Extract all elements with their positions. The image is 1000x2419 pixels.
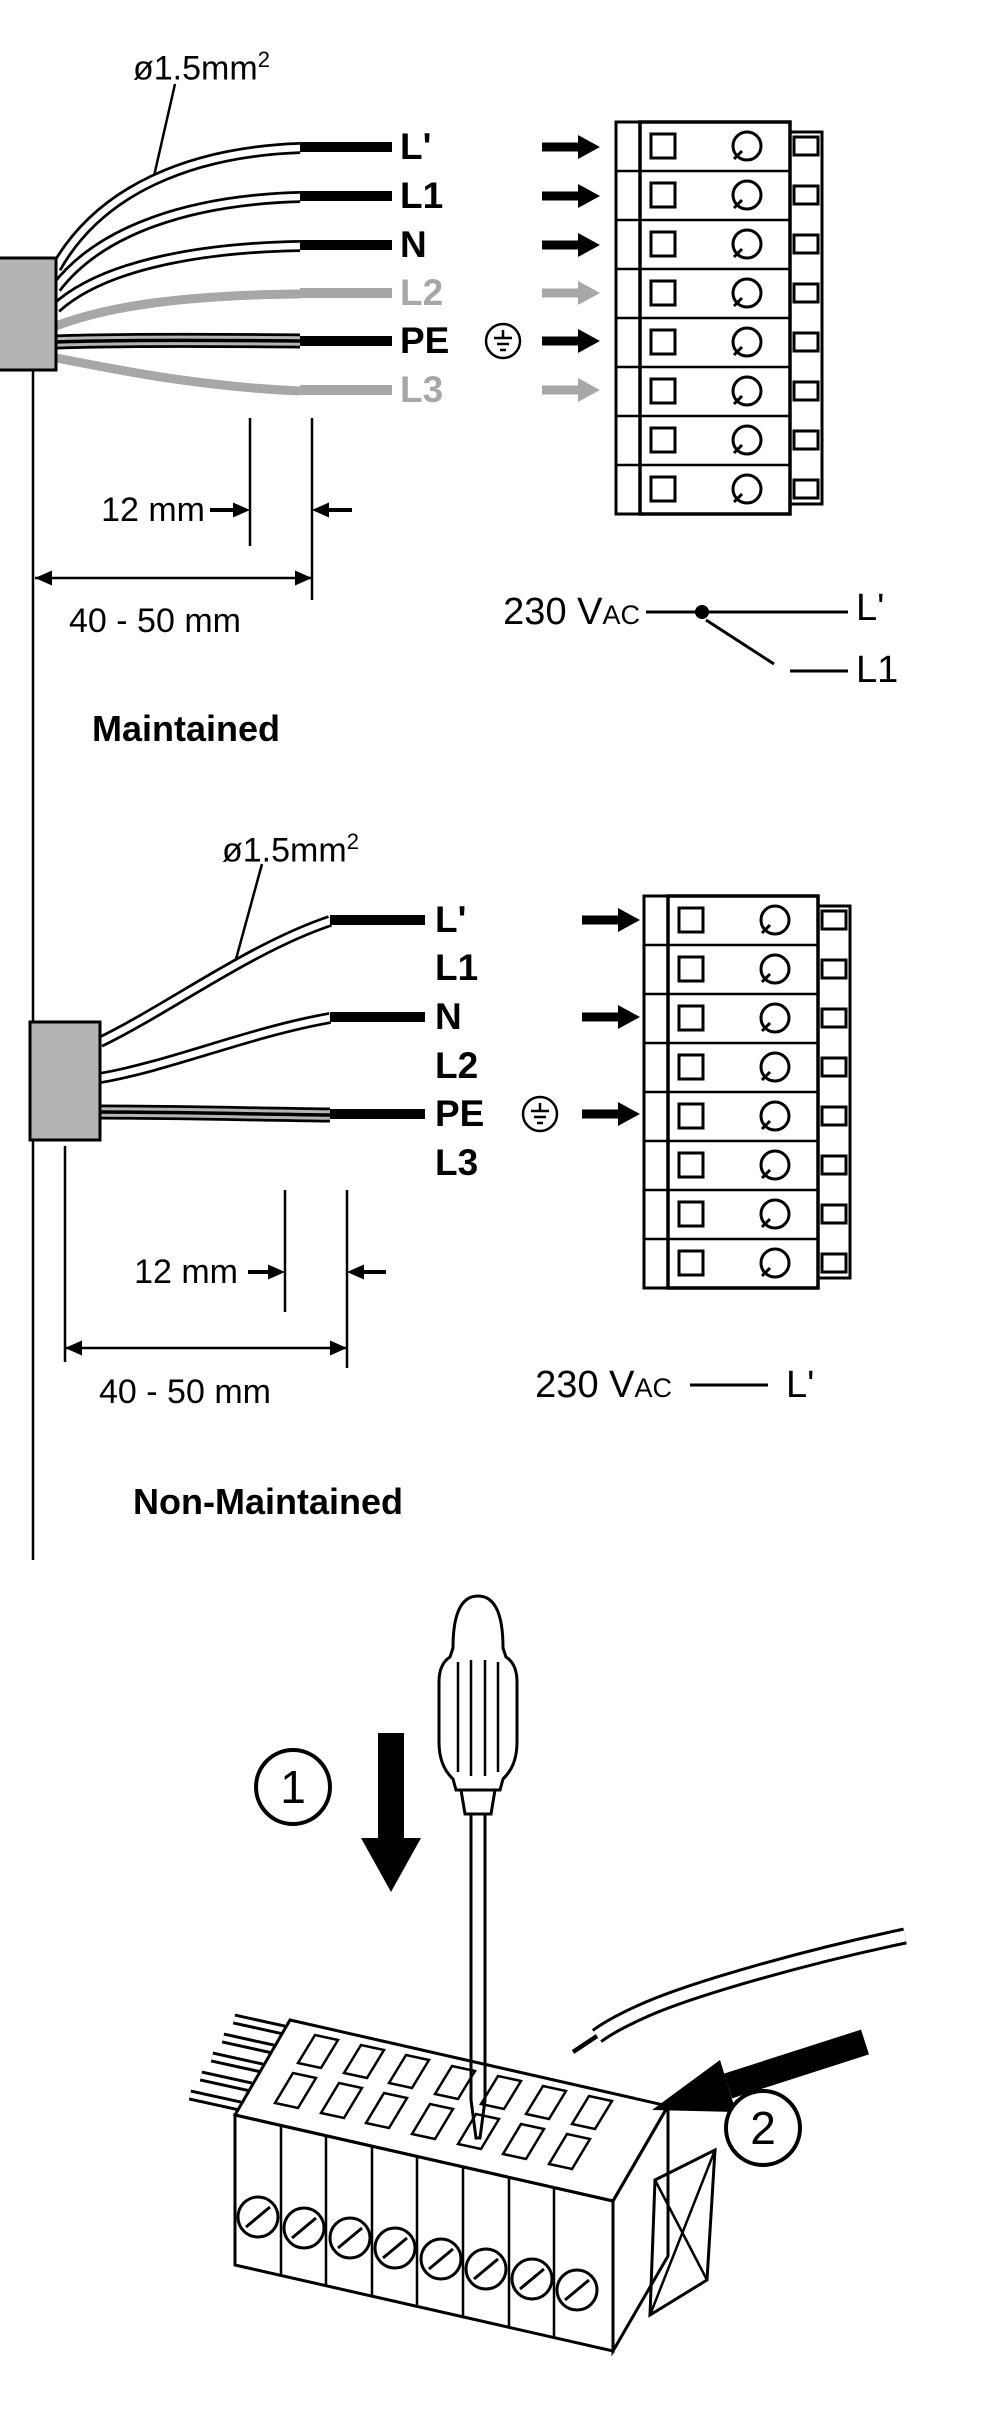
wire-gauge-label: ø1.5mm2 — [222, 829, 359, 870]
non-maintained-dimensions — [63, 1146, 386, 1368]
wire-label: PE — [435, 1093, 485, 1134]
screwdriver — [437, 1594, 519, 2140]
overall-strip-length-label: 40 - 50 mm — [99, 1373, 271, 1411]
maintained-dimensions — [35, 418, 352, 600]
connector-block — [188, 2013, 717, 2357]
wire-label: N — [435, 996, 462, 1037]
wire-label: L2 — [400, 272, 444, 313]
step-number-badge: 2 — [724, 2089, 802, 2167]
wire-label: L1 — [435, 947, 479, 988]
wire-label: L2 — [435, 1045, 479, 1086]
supply-voltage-label: 230 VAC — [535, 1364, 672, 1406]
wire-label: L' — [435, 899, 467, 940]
cable-sheath — [28, 1020, 102, 1142]
overall-strip-length-label: 40 - 50 mm — [69, 602, 241, 640]
wire-gauge-label: ø1.5mm2 — [133, 47, 270, 88]
wire-label: L' — [400, 126, 432, 167]
step2-arrow-icon — [652, 2029, 869, 2112]
section-title-maintained: Maintained — [92, 708, 281, 749]
section-title-non-maintained: Non-Maintained — [133, 1481, 403, 1522]
non-maintained-terminal-block — [642, 894, 852, 1290]
non-maintained-cable — [28, 863, 425, 1142]
step1-arrow-down-icon — [361, 1733, 421, 1892]
gauge-leader-line — [152, 83, 177, 177]
insert-wire — [571, 1927, 907, 2054]
maintained-cable — [0, 83, 392, 396]
wire-label: N — [400, 224, 427, 265]
wire-label: L3 — [400, 369, 444, 410]
supply-line-label: L' — [786, 1364, 815, 1406]
cable-sheath — [0, 256, 58, 372]
strip-length-label: 12 mm — [101, 491, 205, 529]
step-number-badge: 1 — [254, 1748, 332, 1826]
strip-length-label: 12 mm — [134, 1253, 238, 1291]
non-maintained-earth-symbol-icon — [521, 1095, 559, 1133]
wire-label: L1 — [400, 175, 444, 216]
wire-label: L3 — [435, 1142, 479, 1183]
maintained-insert-arrows — [542, 135, 600, 402]
supply-voltage-label: 230 VAC — [503, 591, 640, 633]
non-maintained-insert-arrows — [582, 908, 640, 1126]
maintained-supply-switch — [646, 605, 848, 673]
wire-label: PE — [400, 320, 450, 361]
maintained-earth-symbol-icon — [484, 322, 522, 360]
gauge-leader-line — [231, 863, 264, 971]
supply-line-label: L1 — [856, 649, 899, 691]
maintained-terminal-block — [614, 120, 824, 516]
supply-line-label: L' — [856, 587, 885, 629]
